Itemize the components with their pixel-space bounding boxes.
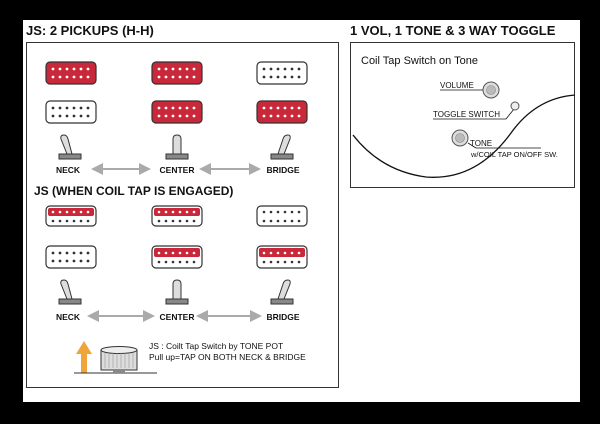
controls-panel: Coil Tap Switch on Tone VOLUME TOGGLE SW… <box>350 42 576 188</box>
pull-up-arrow-icon <box>76 341 92 373</box>
toggle-switch-icon <box>510 101 520 111</box>
diagram-page: JS: 2 PICKUPS (H-H) 1 VOL, 1 TONE & 3 WA… <box>23 20 580 402</box>
pickup-diagram: NECK CENTER BRIDGE JS (WHEN COIL TAP IS … <box>34 61 308 374</box>
coil-tap-heading: JS (WHEN COIL TAP IS ENGAGED) <box>34 184 233 198</box>
guitar-body-outline <box>352 94 576 178</box>
pickup-tap-center-row2-single <box>151 245 203 269</box>
toggle-bridge-icon <box>270 134 294 160</box>
pickup-tap-neck-row2-inactive <box>45 245 97 269</box>
pickup-bridge-row2-active <box>256 100 308 124</box>
label-tone: TONE <box>470 139 492 148</box>
pickup-neck-row2-inactive <box>45 100 97 124</box>
label-bridge: BRIDGE <box>266 165 299 175</box>
label-tone-coil-tap: w/COIL TAP ON/OFF SW. <box>470 150 558 159</box>
label-volume: VOLUME <box>440 81 474 90</box>
pickup-tap-bridge-row2-single <box>256 245 308 269</box>
tone-knob-icon <box>451 129 469 147</box>
label-tap-center: CENTER <box>160 312 195 322</box>
toggle-neck-icon <box>58 134 82 160</box>
right-heading: 1 VOL, 1 TONE & 3 WAY TOGGLE <box>350 23 556 38</box>
pickup-tap-neck-row1-single <box>45 205 97 227</box>
label-neck: NECK <box>56 165 81 175</box>
toggle-tap-bridge-icon <box>270 279 294 305</box>
toggle-tap-center-icon <box>165 279 189 305</box>
pickup-tap-bridge-row1-inactive <box>256 205 308 227</box>
label-center: CENTER <box>160 165 195 175</box>
pickup-neck-row1-active <box>45 61 97 85</box>
left-heading: JS: 2 PICKUPS (H-H) <box>26 23 154 38</box>
pickup-center-row1-active <box>151 61 203 85</box>
pickup-tap-center-row1-single <box>151 205 203 227</box>
toggle-center-icon <box>165 134 189 160</box>
label-tap-bridge: BRIDGE <box>266 312 299 322</box>
pickup-bridge-row1-inactive <box>256 61 308 85</box>
pickup-positions-panel: NECK CENTER BRIDGE JS (WHEN COIL TAP IS … <box>26 42 339 388</box>
tone-pot-knob-icon <box>74 346 157 374</box>
toggle-tap-neck-icon <box>58 279 82 305</box>
footnote-line2: Pull up=TAP ON BOTH NECK & BRIDGE <box>149 352 306 362</box>
pickup-center-row2-active <box>151 100 203 124</box>
label-tap-neck: NECK <box>56 312 81 322</box>
controls-diagram: Coil Tap Switch on Tone VOLUME TOGGLE SW… <box>352 55 576 178</box>
controls-subheading: Coil Tap Switch on Tone <box>361 55 478 67</box>
label-toggle-switch: TOGGLE SWITCH <box>433 110 500 119</box>
footnote-line1: JS : Coilt Tap Switch by TONE POT <box>149 341 283 351</box>
volume-knob-icon <box>482 81 500 99</box>
